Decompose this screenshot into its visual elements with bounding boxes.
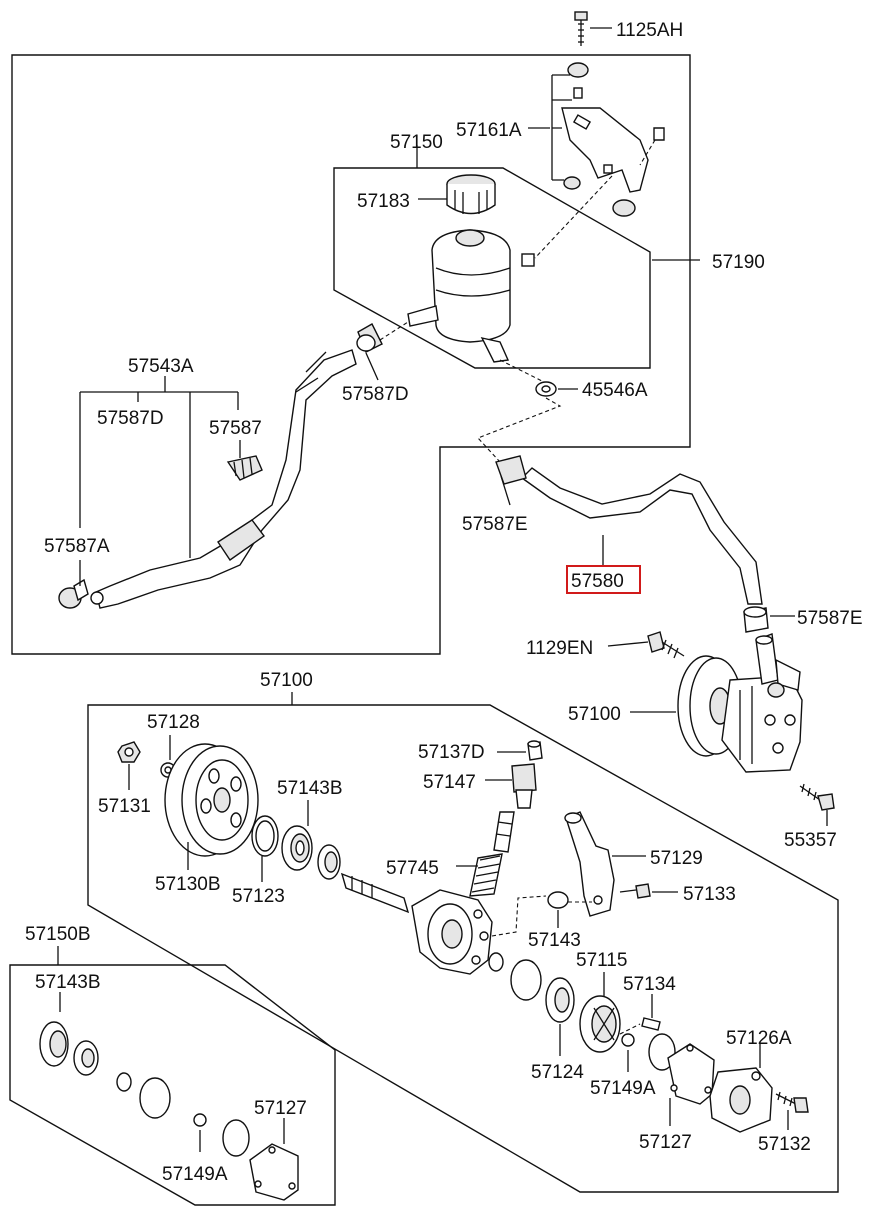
label-57129: 57129 [650,848,703,869]
snap-ring-57123 [251,815,279,857]
reservoir-tank [407,229,535,363]
label-57587: 57587 [209,418,262,439]
clamp-57587 [226,455,263,481]
o-ring-small [488,952,504,972]
kit-gasket [249,1143,299,1201]
nut-57131 [117,741,141,763]
kit-o-ring-large [139,1077,171,1119]
pin-57134 [641,1017,661,1031]
pump-exploded-box-57100 [87,704,839,1193]
label-57137D: 57137D [418,742,485,763]
label-57143B-upper: 57143B [277,778,343,799]
label-57130B: 57130B [155,874,221,895]
label-57126A: 57126A [726,1028,792,1049]
fitting-57147 [511,763,537,809]
label-57115: 57115 [576,950,627,971]
label-57127-kit: 57127 [254,1098,307,1119]
bolt-57133 [619,883,651,899]
kit-o-ring-small [116,1072,132,1092]
label-57149A-pump: 57149A [590,1078,656,1099]
bushing-57149A [621,1033,635,1047]
label-57580: 57580 [571,571,624,592]
label-57150B: 57150B [25,924,91,945]
power-steering-pump-57100 [677,633,803,773]
washer-45546A [535,381,557,397]
label-57183: 57183 [357,191,410,212]
label-57745: 57745 [386,858,439,879]
label-57100-box: 57100 [260,670,313,691]
pressure-hose-57580 [495,455,763,605]
label-57131: 57131 [98,796,151,817]
label-1129EN: 1129EN [526,638,593,659]
bolt-1125AH [574,11,588,46]
kit-bearing [39,1021,69,1067]
label-57147: 57147 [423,772,476,793]
clamp-57587A [58,578,89,609]
label-57150: 57150 [390,132,443,153]
label-45546A: 45546A [582,380,648,401]
bracket-57129 [564,811,615,917]
label-57149A-kit: 57149A [162,1164,228,1185]
label-57587A: 57587A [44,536,110,557]
label-57128: 57128 [147,712,200,733]
label-57100-pump: 57100 [568,704,621,725]
bearing-57143B [281,825,313,871]
rotor-57115 [579,995,621,1053]
label-55357: 55357 [784,830,837,851]
label-57133: 57133 [683,884,736,905]
reservoir-cap-57183 [446,174,496,215]
label-57143: 57143 [528,930,581,951]
rear-cover-57126A [709,1067,773,1133]
oil-seal [317,844,341,880]
pump-shaft [340,872,410,914]
label-57134: 57134 [623,974,676,995]
label-57132: 57132 [758,1134,811,1155]
o-ring-large [510,959,542,1001]
bolt-57132 [775,1091,809,1113]
return-hose-57543A [90,349,357,609]
pulley-57130B [164,743,259,857]
gasket-57127 [667,1043,715,1105]
clamp-57587D [356,323,383,353]
pump-housing [411,889,493,975]
label-57190: 57190 [712,252,765,273]
label-57161A: 57161A [456,120,522,141]
spring-57745 [469,853,503,897]
o-ring-57143 [547,891,569,909]
label-57587E-lower: 57587E [797,608,863,629]
kit-seal [73,1040,99,1076]
kit-o-ring-rear [222,1119,250,1157]
label-57587E-upper: 57587E [462,514,528,535]
bracket-57161A [561,62,665,217]
reservoir-box-57150 [333,167,651,369]
kit-bushing [193,1113,207,1127]
label-1125AH: 1125AH [616,20,683,41]
kit-box-57150B [9,964,336,1206]
assembly-box-57190 [11,54,691,655]
highlight-box-57580 [566,565,641,594]
clamp-57587E [743,606,769,633]
label-57123: 57123 [232,886,285,907]
label-57587D-center: 57587D [342,384,409,405]
label-57587D-left: 57587D [97,408,164,429]
connector-57137D [527,740,543,761]
cam-ring-57124 [545,977,575,1023]
label-57127-pump: 57127 [639,1132,692,1153]
bolt-55357 [799,783,835,811]
spool-valve [493,811,515,853]
label-57143B-kit: 57143B [35,972,101,993]
label-57543A: 57543A [128,356,194,377]
label-57124: 57124 [531,1062,584,1083]
bolt-1129EN [647,631,685,659]
